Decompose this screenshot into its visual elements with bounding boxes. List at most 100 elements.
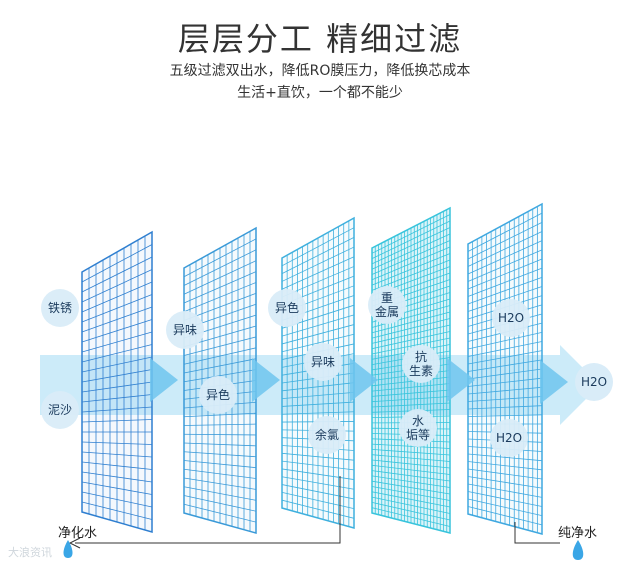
- mesh-line: [467, 212, 543, 252]
- purified-water-label: 净化水: [58, 526, 98, 541]
- mesh-line: [183, 451, 257, 458]
- bubble-label: 生素: [409, 364, 433, 378]
- mesh-line: [467, 267, 543, 297]
- mesh-line: [281, 476, 355, 490]
- mesh-line: [81, 394, 153, 403]
- mesh-line: [467, 359, 543, 372]
- mesh-line: [183, 495, 257, 512]
- bubble-label: 抗: [415, 349, 427, 364]
- mesh-line: [371, 491, 451, 508]
- mesh-line: [183, 442, 257, 447]
- contaminant-bubble: [399, 409, 437, 447]
- contaminant-bubble: [308, 416, 346, 454]
- mesh-line: [371, 475, 451, 488]
- mesh-line: [467, 476, 543, 489]
- mesh-line: [81, 461, 153, 470]
- mesh-line: [371, 502, 451, 521]
- mesh-line: [183, 347, 257, 365]
- bubble-label: 金属: [375, 304, 399, 319]
- water-drop-icon: [572, 540, 584, 560]
- contaminant-bubble: [41, 289, 79, 327]
- mesh-line: [281, 452, 355, 461]
- output-label: H2O: [581, 375, 607, 389]
- mesh-line: [371, 396, 451, 403]
- mesh-line: [467, 453, 543, 462]
- bubble-label: 泥沙: [48, 403, 72, 417]
- mesh-line: [467, 386, 543, 395]
- mesh-line: [281, 382, 355, 392]
- mesh-line: [467, 461, 543, 471]
- mesh-line: [81, 306, 153, 333]
- mesh-line: [371, 240, 451, 275]
- mesh-line: [371, 464, 451, 475]
- mesh-line: [281, 333, 355, 353]
- mesh-line: [371, 480, 451, 495]
- mesh-line: [467, 331, 543, 350]
- bubble-label: 铁锈: [48, 301, 72, 315]
- mesh-line: [371, 311, 451, 334]
- mesh-line: [281, 468, 355, 480]
- mesh-line: [371, 220, 451, 259]
- purified-water-bracket: [75, 476, 341, 544]
- mesh-line: [183, 249, 257, 286]
- mesh-line: [281, 460, 355, 471]
- contaminant-bubble: [41, 391, 79, 429]
- mesh-line: [467, 350, 543, 365]
- mesh-line: [371, 259, 451, 291]
- bracket-arrowhead: [68, 537, 81, 549]
- mesh-line: [81, 244, 153, 283]
- mesh-line: [467, 341, 543, 357]
- mesh-line: [81, 381, 153, 393]
- mesh-line: [371, 227, 451, 265]
- mesh-line: [81, 491, 153, 508]
- mesh-line: [371, 454, 451, 462]
- mesh-line: [81, 331, 153, 353]
- subheadline-1: 五级过滤双出水，降低RO膜压力，降低换芯成本: [169, 63, 471, 79]
- bubble-label: 异味: [311, 355, 335, 369]
- mesh-line: [467, 506, 543, 526]
- mesh-line: [467, 468, 543, 480]
- mesh-line: [467, 491, 543, 507]
- flow-arrow-1: [150, 358, 178, 402]
- mesh-line: [371, 376, 451, 387]
- flow-arrow-2: [252, 358, 280, 402]
- bubble-label: H2O: [498, 311, 524, 325]
- mesh-line: [183, 423, 257, 426]
- bubble-label: 水: [412, 414, 424, 428]
- mesh-line: [81, 344, 153, 363]
- mesh-line: [81, 451, 153, 458]
- mesh-line: [183, 412, 257, 418]
- mesh-line: [81, 281, 153, 313]
- mesh-line: [467, 221, 543, 260]
- mesh-line: [81, 481, 153, 495]
- mesh-line: [281, 391, 355, 400]
- mesh-line: [371, 496, 451, 514]
- filter-stage-5: [467, 202, 543, 535]
- bubble-label: 重: [381, 291, 393, 305]
- mesh-line: [371, 246, 451, 281]
- filter-stage-1: [81, 230, 153, 533]
- mesh-line: [371, 383, 451, 392]
- mesh-line: [281, 484, 355, 500]
- mesh-line: [183, 358, 257, 374]
- mesh-line: [371, 233, 451, 270]
- bubble-label: 余氯: [315, 427, 339, 442]
- mesh-line: [371, 507, 451, 527]
- mesh-line: [81, 256, 153, 293]
- flow-arrow-5: [540, 360, 568, 404]
- mesh-line: [183, 433, 257, 436]
- mesh-line: [371, 214, 451, 254]
- contaminant-bubble: [199, 376, 237, 414]
- mesh-line: [371, 318, 451, 339]
- mesh-line: [281, 227, 355, 267]
- mesh-line: [281, 324, 355, 345]
- mesh-line: [281, 256, 355, 290]
- mesh-line: [467, 483, 543, 498]
- mesh-line: [81, 441, 153, 445]
- mesh-line: [371, 253, 451, 286]
- mesh-line: [281, 246, 355, 282]
- mesh-line: [467, 249, 543, 282]
- flow-arrow-band: [40, 345, 600, 425]
- mesh-line: [371, 459, 451, 469]
